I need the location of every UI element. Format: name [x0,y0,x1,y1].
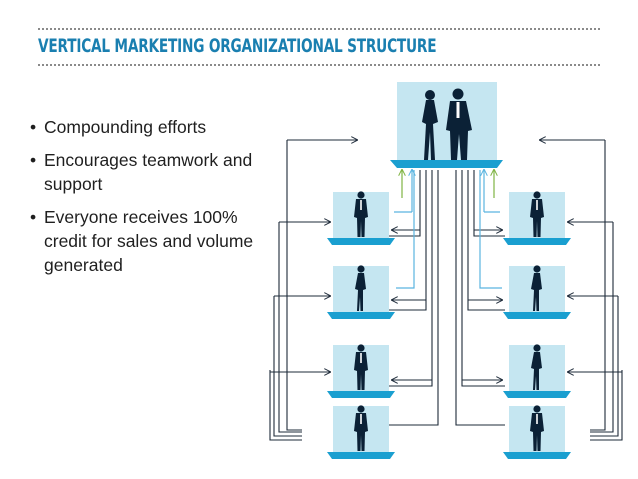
connector-line [273,296,302,437]
left-member-box [327,191,395,245]
man-silhouette-icon [530,405,544,451]
connector-line [389,170,421,237]
connector-line [455,170,505,426]
connector-line [590,222,614,433]
credit-arrows [394,170,502,289]
slide-title: VERTICAL MARKETING ORGANIZATIONAL STRUCT… [38,35,437,57]
connector-line [484,170,500,213]
connector-line [473,170,505,237]
man-silhouette-icon [354,191,368,237]
connector-line [590,140,606,431]
right-member-box [503,191,571,245]
left-member-box [327,265,395,319]
bullet-item: Compounding efforts [30,115,270,139]
man-silhouette-icon [530,191,544,237]
connector-line [389,170,427,311]
connector-line [286,140,302,431]
right-member-box [503,344,571,398]
right-member-box [503,405,571,459]
bullet-item: Encourages teamwork and support [30,148,270,196]
connector-line [461,170,505,387]
woman-silhouette-icon [355,265,366,311]
right-member-box [503,265,571,319]
connector-line [389,170,439,426]
left-member-box [327,344,395,398]
connector-line [396,170,415,289]
title-top-rule [38,28,600,30]
connector-line [278,222,302,433]
connector-line [590,296,619,437]
connector-line [389,170,433,387]
connector-line [479,170,502,289]
man-silhouette-icon [354,344,368,390]
connector-line [590,370,623,441]
bullet-list: Compounding efforts Encourages teamwork … [30,115,270,286]
bullet-item: Everyone receives 100% credit for sales … [30,205,270,277]
woman-silhouette-icon [531,265,542,311]
woman-silhouette-icon [531,344,542,390]
left-member-box [327,405,395,459]
connector-lines [269,140,623,441]
top-leaders-box [390,82,503,168]
man-woman-silhouette-icon [422,88,472,160]
connector-line [394,170,412,213]
connector-line [467,170,505,311]
title-bottom-rule [38,64,600,66]
connector-line [269,370,302,441]
man-silhouette-icon [354,405,368,451]
